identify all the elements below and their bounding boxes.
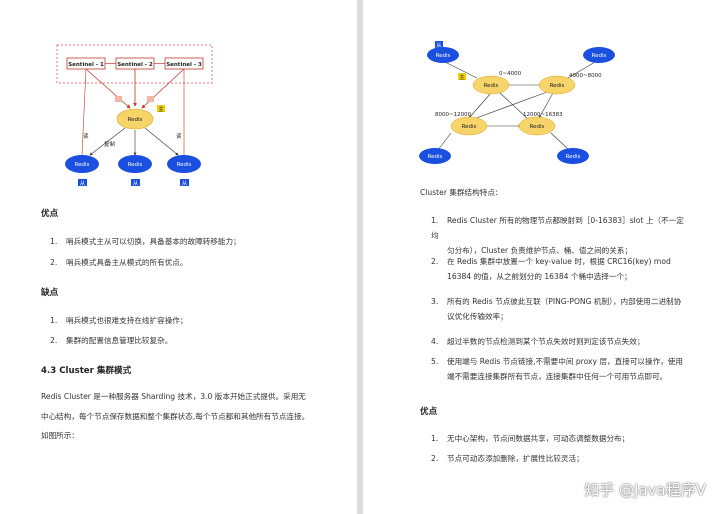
node-4-label: Redis bbox=[530, 124, 545, 130]
sentinel-3-label: Sentinel - 3 bbox=[166, 62, 202, 68]
watermark: 知乎 @Java程序V bbox=[584, 481, 706, 499]
paragraph-line: 中心结构，每个节点保存数据和整个集群状态,每个节点都和其他所有节点连接。 bbox=[41, 412, 310, 421]
list-item: 2.哨兵模式具备主从模式的所有优点。 bbox=[50, 258, 188, 267]
disadvantages-heading: 缺点 bbox=[41, 288, 59, 298]
paragraph-line: 如图所示： bbox=[41, 431, 79, 440]
node-2-label: Redis bbox=[550, 83, 565, 89]
list-item: 1.Redis Cluster 所有的物理节点都映射到［0-16383］slot… bbox=[431, 216, 684, 255]
paragraph-line: Redis Cluster 是一种服务器 Sharding 技术，3.0 版本开… bbox=[41, 392, 306, 401]
list-item: 1.哨兵模式主从可以切换，具备基本的故障转移能力； bbox=[50, 237, 241, 246]
right-page: Redis Redis Redis Redis 0~4000 4000~8000… bbox=[363, 0, 720, 514]
advantages-heading: 优点 bbox=[420, 407, 438, 417]
slot-range-4: 12000~16383 bbox=[523, 112, 563, 118]
features-title: Cluster 集群结构特点： bbox=[420, 188, 503, 197]
slave-3-label: Redis bbox=[177, 162, 192, 168]
slave-2-badge: 从 bbox=[133, 181, 139, 187]
edge-read-left: 读 bbox=[83, 132, 89, 140]
slot-range-2: 4000~8000 bbox=[569, 73, 602, 79]
outer-node-4: Redis bbox=[566, 154, 581, 160]
section-title: 4.3 Cluster 集群模式 bbox=[41, 366, 132, 376]
master-badge: 主 bbox=[158, 105, 164, 113]
slave-1-label: Redis bbox=[75, 162, 90, 168]
outer-node-1: Redis bbox=[436, 53, 451, 59]
list-item: 2.节点可动态添加删除，扩展性比较灵活； bbox=[431, 454, 584, 463]
list-item: 1.无中心架构，节点间数据共享，可动态调整数据分布； bbox=[431, 434, 630, 443]
list-item: 2.在 Redis 集群中放置一个 key-value 时，根据 CRC16(k… bbox=[431, 257, 671, 281]
slave-badge: 从 bbox=[436, 43, 442, 49]
sentinel-1-label: Sentinel - 1 bbox=[68, 62, 104, 68]
advantages-heading: 优点 bbox=[41, 209, 59, 219]
node-1-label: Redis bbox=[484, 83, 499, 89]
node-3-label: Redis bbox=[462, 124, 477, 130]
edge-read-right: 读 bbox=[176, 132, 182, 140]
slave-2-label: Redis bbox=[128, 162, 143, 168]
cluster-diagram: Redis Redis Redis Redis 0~4000 4000~8000… bbox=[419, 41, 615, 164]
sentinel-2-label: Sentinel - 2 bbox=[117, 62, 153, 68]
list-item: 5.使用端与 Redis 节点链接,不需要中间 proxy 层，直接可以操作，使… bbox=[431, 357, 683, 381]
edge-replicate: 复制 bbox=[104, 140, 116, 148]
master-label: Redis bbox=[128, 117, 143, 123]
left-page: Sentinel - 1 Sentinel - 2 Sentinel - 3 R… bbox=[0, 0, 357, 514]
list-item: 3.所有的 Redis 节点彼此互联（PING-PONG 机制），内部使用二进制… bbox=[431, 297, 682, 321]
list-item: 4.超过半数的节点检测到某个节点失效时则判定该节点失效； bbox=[431, 337, 645, 346]
master-badge: 主 bbox=[459, 73, 465, 81]
list-item: 2.集群的配置信息管理比较复杂。 bbox=[50, 336, 173, 345]
outer-node-3: Redis bbox=[428, 154, 443, 160]
slave-1-badge: 从 bbox=[80, 181, 86, 187]
sentinel-diagram: Sentinel - 1 Sentinel - 2 Sentinel - 3 R… bbox=[56, 44, 213, 187]
slot-range-1: 0~4000 bbox=[499, 71, 522, 77]
slave-3-badge: 从 bbox=[182, 181, 188, 187]
slot-range-3: 8000~12000 bbox=[435, 112, 472, 118]
list-item: 1.哨兵模式也很难支持在线扩容操作； bbox=[50, 316, 188, 325]
outer-node-2: Redis bbox=[592, 53, 607, 59]
